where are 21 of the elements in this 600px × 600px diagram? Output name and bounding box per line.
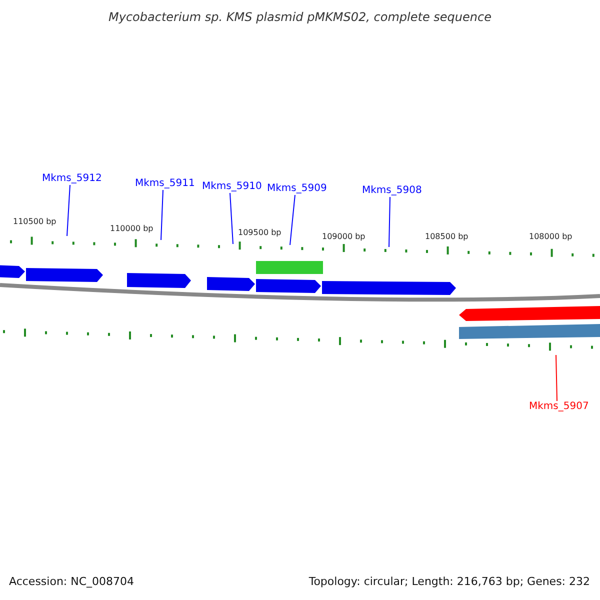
accession-text: Accession: NC_008704 [9,575,134,589]
position-label: 108000 bp [529,232,572,242]
position-label: 109000 bp [322,232,366,242]
position-label: 110000 bp [110,224,154,234]
gene-label: Mkms_5912 [42,173,102,185]
diagram-title: Mycobacterium sp. KMS plasmid pMKMS02, complete sequence [108,10,492,24]
leader-line [160,190,164,240]
leader-line [290,194,296,246]
gene-label: Mkms_5910 [202,181,262,193]
gene-label: Mkms_5908 [362,185,422,197]
sequence-summary: Topology: circular; Length: 216,763 bp; Genes: 232 [308,575,590,589]
gene-label: Mkms_5909 [267,183,327,195]
leader-line [388,196,390,248]
leader-line [556,354,558,402]
leader-line [230,192,234,244]
gene-label: Mkms_5911 [135,178,195,190]
gene-label: Mkms_5907 [529,401,589,413]
position-label: 108500 bp [425,232,468,242]
position-label: 109500 bp [238,228,282,238]
position-label: 110500 bp [13,217,56,227]
leader-line [66,184,70,236]
